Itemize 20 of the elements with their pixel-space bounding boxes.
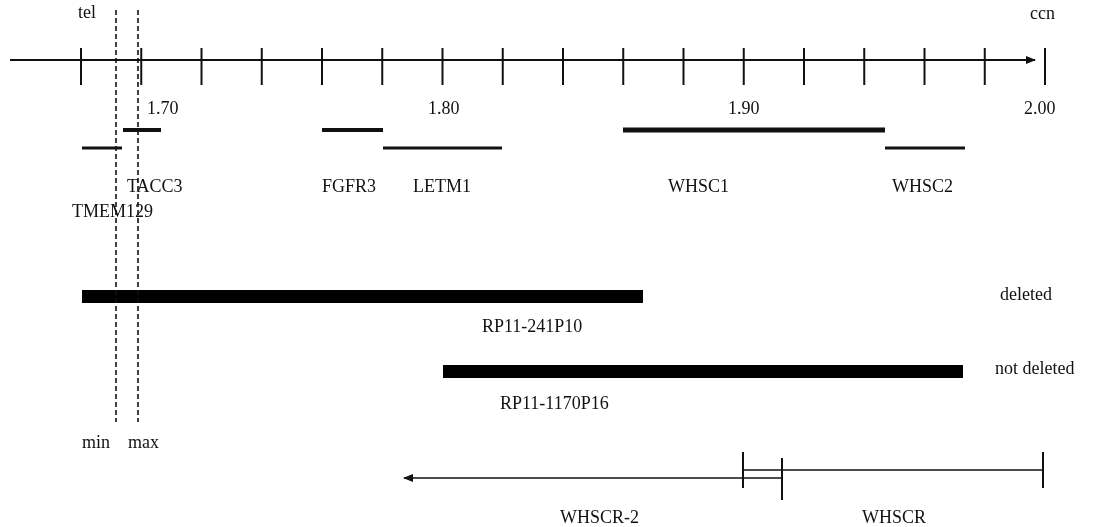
axis-end-label: ccn [1030, 3, 1055, 23]
gene-name: TMEM129 [72, 201, 153, 221]
scale-number: 1.70 [147, 98, 179, 118]
gene-name: TACC3 [127, 176, 183, 196]
clone-name: RP11-1170P16 [500, 393, 609, 413]
region-name: WHSCR-2 [560, 507, 639, 527]
axis-end-label: tel [78, 2, 96, 22]
region-name: WHSCR [862, 507, 926, 527]
gene-name: WHSC2 [892, 176, 953, 196]
status-label: not deleted [995, 358, 1075, 378]
boundary-label: min [82, 432, 110, 452]
gene-name: LETM1 [413, 176, 471, 196]
status-label: deleted [1000, 284, 1052, 304]
scale-number: 1.90 [728, 98, 760, 118]
scale-number: 1.80 [428, 98, 460, 118]
clone-name: RP11-241P10 [482, 316, 583, 336]
boundary-label: max [128, 432, 159, 452]
scale-number: 2.00 [1024, 98, 1056, 118]
gene-name: WHSC1 [668, 176, 729, 196]
gene-name: FGFR3 [322, 176, 377, 196]
